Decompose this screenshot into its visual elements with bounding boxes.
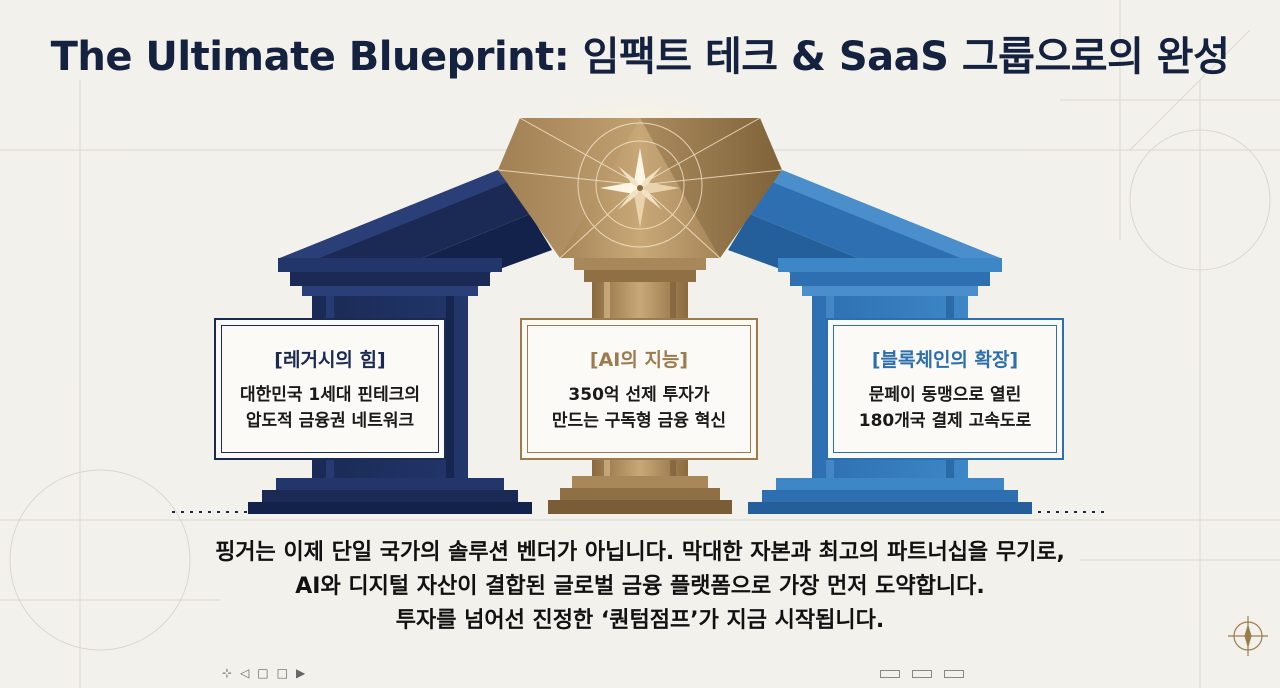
compass-rose-icon [600,148,680,228]
decorative-marks [880,670,964,678]
blockchain-line-2: 180개국 결제 고속도로 [858,410,1032,431]
caption: 핑거는 이제 단일 국가의 솔루션 벤더가 아닙니다. 막대한 자본과 최고의 … [0,536,1280,638]
legacy-panel: [레거시의 힘] 대한민국 1세대 핀테크의 압도적 금융권 네트워크 [214,318,446,460]
mark-box [880,670,900,678]
caption-line-1: 핑거는 이제 단일 국가의 솔루션 벤더가 아닙니다. 막대한 자본과 최고의 … [215,540,1065,565]
slide-controls: ⊹ ◁ □ □ ▶ [222,666,305,680]
legacy-heading: [레거시의 힘] [274,348,386,371]
prev-icon[interactable]: ◁ [240,666,250,680]
blockchain-heading: [블록체인의 확장] [871,348,1019,371]
mark-box [912,670,932,678]
mark-box [944,670,964,678]
caption-line-3: 투자를 넘어선 진정한 ‘퀀텀점프’가 지금 시작됩니다. [395,608,885,633]
blockchain-line-1: 문페이 동맹으로 열린 [868,384,1022,405]
caption-line-2: AI와 디지털 자산이 결합된 글로벌 금융 플랫폼으로 가장 먼저 도약합니다… [295,574,985,599]
frame-icon[interactable]: □ [257,666,269,680]
legacy-line-1: 대한민국 1세대 핀테크의 [239,384,421,405]
ai-line-2: 만드는 구독형 금융 혁신 [551,410,727,431]
compass-icon [1228,616,1268,656]
ai-heading: [AI의 지능] [589,348,689,371]
blockchain-panel: [블록체인의 확장] 문페이 동맹으로 열린 180개국 결제 고속도로 [826,318,1064,460]
legacy-line-2: 압도적 금융권 네트워크 [245,410,415,431]
play-icon[interactable]: ▶ [295,666,306,680]
move-icon[interactable]: ⊹ [222,666,233,680]
page-title: The Ultimate Blueprint: 임팩트 테크 & SaaS 그룹… [50,34,1230,80]
ai-panel: [AI의 지능] 350억 선제 투자가 만드는 구독형 금융 혁신 [520,318,758,460]
ai-line-1: 350억 선제 투자가 [568,384,710,405]
frame-icon-2[interactable]: □ [276,666,288,680]
